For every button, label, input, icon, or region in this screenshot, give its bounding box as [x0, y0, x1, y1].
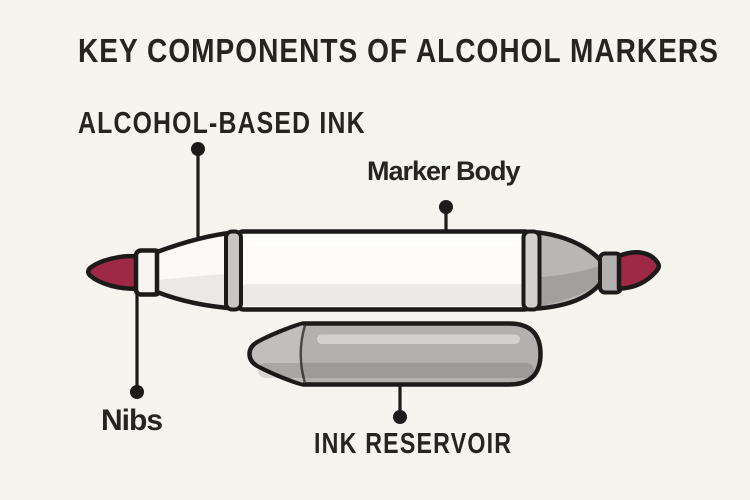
left-ring-shape [224, 229, 243, 312]
right-nib-shape [616, 250, 662, 291]
marker-illustration [86, 229, 662, 312]
leader-dots [130, 142, 453, 424]
ink-reservoir-highlight [317, 334, 520, 344]
page-title: KEY COMPONENTS OF ALCOHOL MARKERS [78, 32, 719, 69]
label-nibs: Nibs [101, 404, 163, 437]
ink-reservoir-illustration [247, 321, 543, 387]
marker-body-highlight [247, 237, 521, 246]
right-ring-shape [521, 229, 542, 312]
ink-reservoir-cone-line [299, 325, 307, 384]
front-cone-shape [154, 230, 237, 311]
label-ink-reservoir: INK RESERVOIR [314, 428, 513, 460]
left-nib-shape [86, 253, 143, 291]
ink-reservoir-shading [258, 363, 534, 378]
marker-body-shading [241, 284, 527, 306]
front-cone-shading [157, 273, 234, 306]
ink-reservoir-cone-tint [252, 325, 303, 383]
leader-dot-nibs [130, 385, 144, 399]
label-alcohol-based-ink: ALCOHOL-BASED INK [78, 105, 366, 140]
label-marker-body: Marker Body [367, 156, 521, 186]
leader-dot-ink-reservoir [393, 410, 407, 424]
leader-dot-marker-body [439, 200, 453, 214]
rear-cone-shading [538, 265, 603, 307]
leader-dot-alcohol-ink [191, 142, 205, 156]
